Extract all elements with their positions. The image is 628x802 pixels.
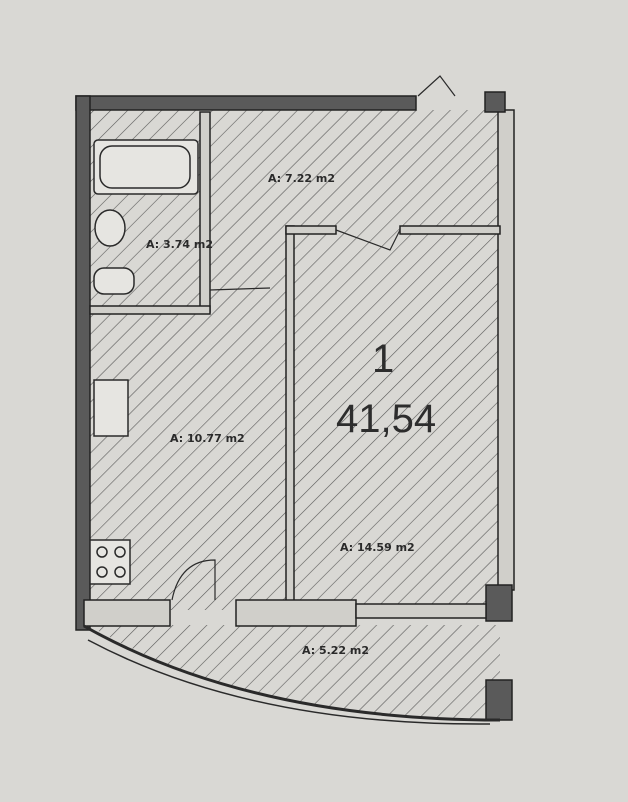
bathtub-inner [99,145,191,189]
room-label-balcony: A: 5.22 m2 [302,644,369,657]
unit-number: 1 [372,337,394,381]
stove-icon [93,379,129,437]
interior-walls [83,111,501,627]
balcony-area [88,625,500,720]
total-area: 41,54 [336,397,436,441]
room-label-kitchen: A: 10.77 m2 [170,432,245,445]
room-label-bathroom: A: 3.74 m2 [146,238,213,251]
cooktop-icon [89,539,131,585]
room-label-bedroom: A: 14.59 m2 [340,541,415,554]
room-label-hall: A: 7.22 m2 [268,172,335,185]
sink-icon [94,209,126,247]
walls [75,91,515,721]
balcony-rail [83,624,501,722]
doors [171,75,456,601]
toilet-icon [93,267,135,295]
